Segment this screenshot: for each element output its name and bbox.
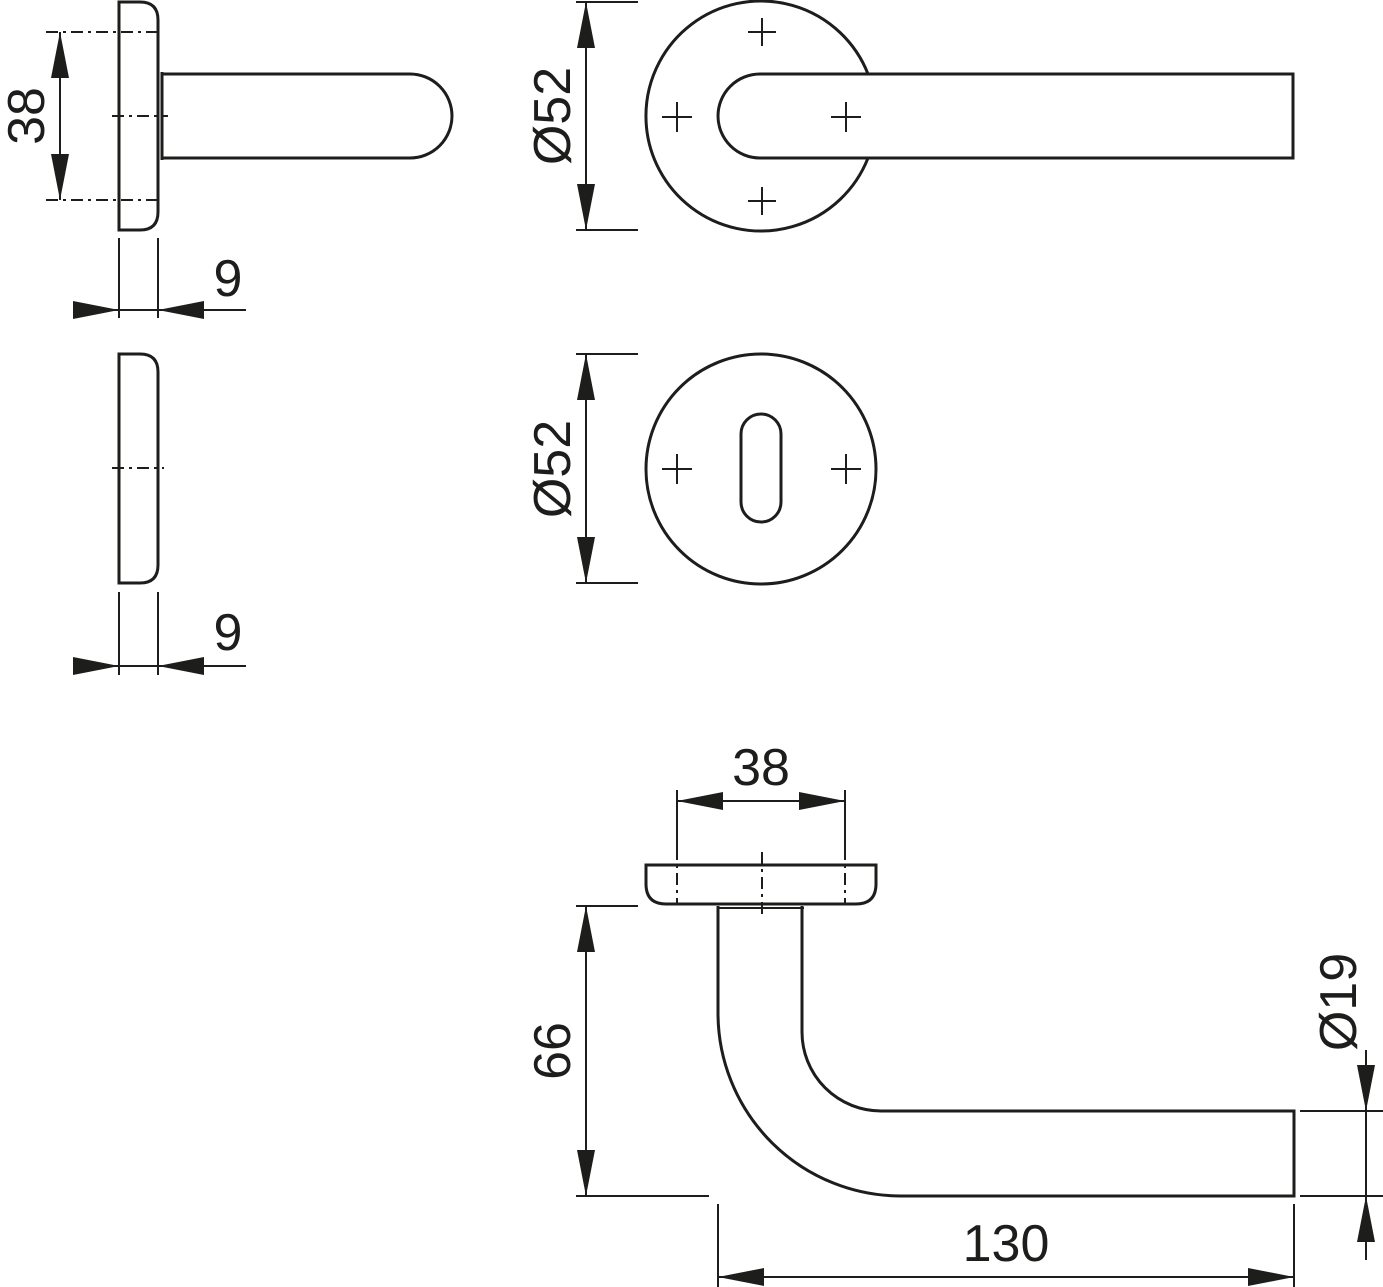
dimension-label: 9 bbox=[214, 250, 243, 308]
screw-hole-marks bbox=[662, 18, 861, 215]
rose-front-view bbox=[644, 0, 1295, 233]
lever-side-profile bbox=[160, 72, 454, 160]
dimension-label: 130 bbox=[963, 1215, 1050, 1273]
screw-hole-mark bbox=[831, 454, 861, 484]
arrowhead bbox=[577, 537, 595, 583]
arrowhead bbox=[1357, 1196, 1375, 1242]
arrowhead bbox=[577, 1150, 595, 1196]
dimension-label: 9 bbox=[214, 604, 243, 662]
arrowhead bbox=[577, 184, 595, 230]
dimension-label: 66 bbox=[524, 1022, 582, 1080]
arrowhead bbox=[158, 301, 204, 319]
rose-flange bbox=[644, 863, 878, 906]
dimension-lever-height: 66 bbox=[524, 905, 709, 1197]
arrowhead bbox=[577, 2, 595, 48]
arrowhead bbox=[73, 657, 119, 675]
screw-hole-mark bbox=[748, 18, 776, 46]
rose-outline bbox=[644, 0, 870, 233]
screw-hole-mark bbox=[748, 187, 776, 215]
dimension-label: Ø52 bbox=[524, 420, 582, 518]
escutcheon-outline bbox=[644, 352, 878, 586]
screw-hole-mark bbox=[831, 102, 861, 132]
lever-profile bbox=[716, 906, 1296, 1198]
dimension-label: 38 bbox=[732, 739, 790, 797]
lever-outline bbox=[716, 72, 1295, 160]
rose-side-view bbox=[46, 0, 454, 232]
keyhole-slot bbox=[739, 412, 783, 524]
dimension-label: Ø52 bbox=[524, 67, 582, 165]
dimension-rose-thickness: 9 bbox=[73, 238, 246, 319]
lever-top-view bbox=[644, 848, 1296, 1198]
dimension-rose-diameter: Ø52 bbox=[524, 1, 638, 231]
dimension-rose-centers-height: 38 bbox=[0, 32, 69, 200]
screw-hole-mark bbox=[662, 454, 692, 484]
arrowhead bbox=[51, 32, 69, 78]
arrowhead bbox=[799, 792, 845, 810]
dimension-lever-rose-centers: 38 bbox=[676, 739, 846, 848]
dimension-lever-length: 130 bbox=[717, 1204, 1295, 1287]
dimension-lever-bar-diameter: Ø19 bbox=[1300, 953, 1383, 1260]
arrowhead bbox=[1248, 1268, 1294, 1286]
escutcheon-side-view bbox=[112, 352, 164, 585]
arrowhead bbox=[577, 906, 595, 952]
rose-side-profile bbox=[117, 0, 160, 232]
arrowhead bbox=[577, 354, 595, 400]
dimension-escutcheon-thickness: 9 bbox=[73, 592, 246, 675]
escutcheon-side-profile bbox=[117, 352, 160, 585]
arrowhead bbox=[51, 154, 69, 200]
arrowhead bbox=[677, 792, 723, 810]
arrowhead bbox=[718, 1268, 764, 1286]
dimension-label: Ø19 bbox=[1310, 953, 1368, 1051]
dimension-escutcheon-diameter: Ø52 bbox=[524, 353, 638, 584]
arrowhead bbox=[158, 657, 204, 675]
arrowhead bbox=[1357, 1065, 1375, 1111]
screw-hole-mark bbox=[662, 102, 692, 132]
dimension-label: 38 bbox=[0, 87, 56, 145]
arrowhead bbox=[73, 301, 119, 319]
escutcheon-front-view bbox=[644, 352, 878, 586]
